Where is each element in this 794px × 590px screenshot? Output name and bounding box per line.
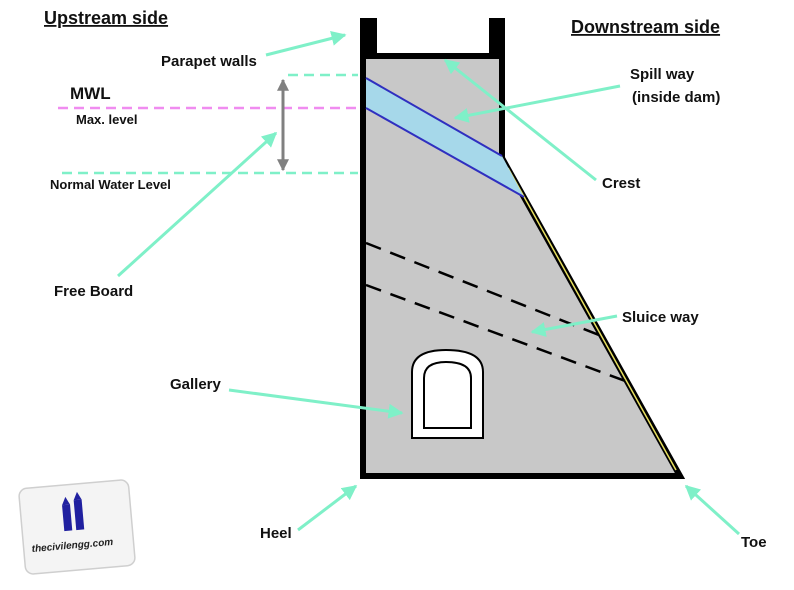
normal-water-level-label: Normal Water Level xyxy=(50,177,171,192)
crest-label: Crest xyxy=(602,175,640,192)
downstream-face-highlight xyxy=(507,167,677,471)
downstream-heading: Downstream side xyxy=(571,17,720,37)
spillway-label-line2: (inside dam) xyxy=(632,89,720,106)
sluice-line-upper xyxy=(365,241,605,339)
site-logo: thecivilengg.com xyxy=(18,479,136,575)
toe-arrow xyxy=(684,484,741,536)
crest-arrow xyxy=(443,58,597,182)
spillway-edge-top xyxy=(365,77,503,157)
upstream-heading: Upstream side xyxy=(44,8,168,28)
spillway-edge-bottom xyxy=(365,107,525,198)
gallery-inner xyxy=(423,360,472,429)
mwl-label: MWL xyxy=(70,84,111,103)
heel-arrow xyxy=(297,484,358,532)
spillway-label-line1: Spill way xyxy=(630,66,695,83)
gallery-arrow xyxy=(228,388,404,419)
spillway-arrow xyxy=(453,84,621,123)
parapet-wall-upstream xyxy=(360,18,377,58)
free-board-arrow xyxy=(116,131,278,278)
parapet-wall-downstream xyxy=(489,18,505,58)
spillway-channel xyxy=(366,78,524,197)
sluice-label: Sluice way xyxy=(622,309,699,326)
heel-label: Heel xyxy=(260,525,292,542)
sluice-arrow xyxy=(530,314,618,337)
max-level-label: Max. level xyxy=(76,112,137,127)
gallery-label: Gallery xyxy=(170,376,222,393)
parapet-arrow xyxy=(265,31,347,57)
toe-label: Toe xyxy=(741,534,767,551)
free-board-label: Free Board xyxy=(54,283,133,300)
parapet-label: Parapet walls xyxy=(161,53,257,70)
logo-emblem-icon xyxy=(62,491,85,532)
sluice-line-lower xyxy=(365,283,629,384)
